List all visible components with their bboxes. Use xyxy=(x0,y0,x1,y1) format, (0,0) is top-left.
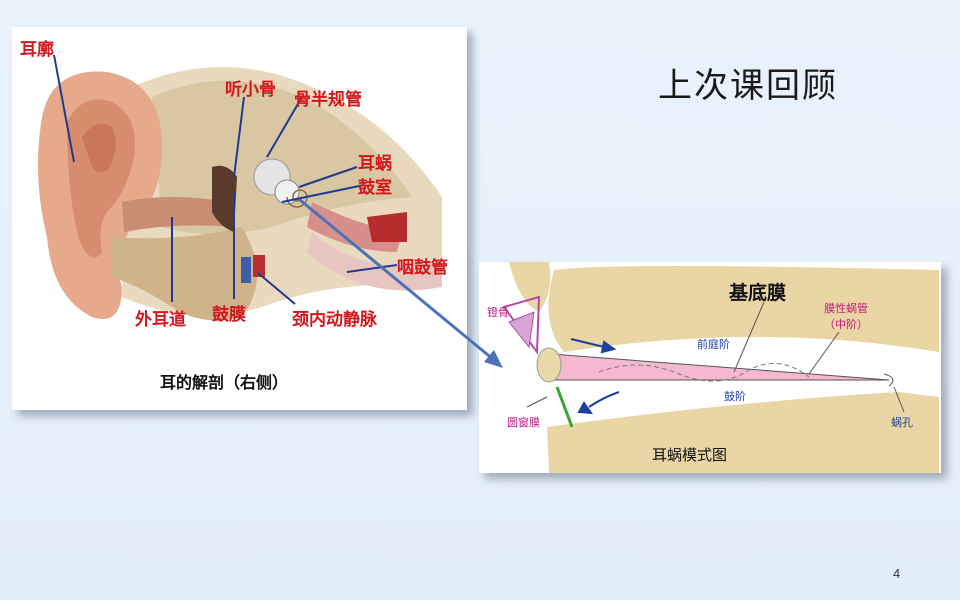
label-round-window: 圆窗膜 xyxy=(507,416,540,429)
cochlea-model-illustration xyxy=(502,262,939,473)
ear-anatomy-figure: 耳廓 听小骨 骨半规管 耳蜗 鼓室 咽鼓管 外耳道 鼓膜 颈内动静脉 耳的解剖（… xyxy=(12,27,467,410)
label-membranous-duct: 膜性蜗管 xyxy=(824,302,868,315)
label-ossicles: 听小骨 xyxy=(225,80,276,100)
page-number: 4 xyxy=(893,566,901,581)
label-scala-media: （中阶） xyxy=(824,318,868,331)
label-helicotrema: 蜗孔 xyxy=(891,416,913,429)
label-scala-vestibuli: 前庭阶 xyxy=(697,338,730,351)
ear-figure-caption: 耳的解剖（右侧） xyxy=(160,373,289,392)
label-pharyngotympanic-tube: 咽鼓管 xyxy=(397,258,448,278)
label-semicircular-canal: 骨半规管 xyxy=(294,90,362,110)
label-auricle: 耳廓 xyxy=(20,40,54,60)
label-ear-canal: 外耳道 xyxy=(135,310,186,330)
cochlea-figure-caption: 耳蜗模式图 xyxy=(652,446,728,464)
label-jugular: 颈内动静脉 xyxy=(292,310,377,330)
label-tympanic-cavity: 鼓室 xyxy=(358,178,392,198)
label-basilar-membrane: 基底膜 xyxy=(729,282,787,304)
label-stapes: 镫骨 xyxy=(487,306,509,319)
label-scala-tympani: 鼓阶 xyxy=(724,390,746,403)
label-eardrum: 鼓膜 xyxy=(212,305,246,325)
cochlea-model-figure: 基底膜 镫骨 膜性蜗管 （中阶） 前庭阶 鼓阶 圆窗膜 蜗孔 耳蜗模式图 xyxy=(479,262,941,473)
slide-title: 上次课回顾 xyxy=(658,66,838,106)
label-cochlea: 耳蜗 xyxy=(358,154,392,174)
